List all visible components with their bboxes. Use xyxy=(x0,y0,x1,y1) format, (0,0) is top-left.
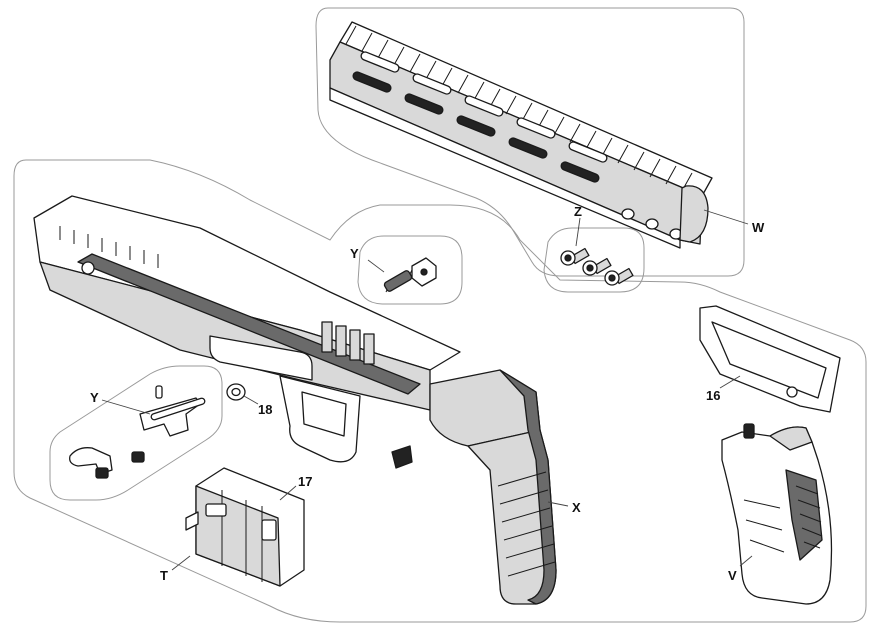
callout-18: 18 xyxy=(258,402,272,417)
washer-18 xyxy=(226,383,246,401)
grip-texture xyxy=(743,469,823,561)
callout-v: V xyxy=(728,568,737,583)
chassis-rail-teeth xyxy=(59,226,159,268)
lower-y-group-outline xyxy=(49,365,223,501)
callout-17: 17 xyxy=(298,474,312,489)
screw-2 xyxy=(582,257,612,276)
upper-spring-kit xyxy=(383,257,437,293)
callout-16: 16 xyxy=(706,388,720,403)
chassis-group-outline xyxy=(13,159,867,623)
leader-lines xyxy=(101,209,753,571)
chassis-body xyxy=(33,195,473,469)
callout-t: T xyxy=(160,568,168,583)
magazine-well-17 xyxy=(185,467,305,587)
rail-mlok-slots xyxy=(352,51,608,183)
folding-stock xyxy=(429,369,557,605)
handguard-group-outline xyxy=(315,7,745,277)
callout-x: X xyxy=(572,500,581,515)
callout-z: Z xyxy=(574,204,582,219)
stock-ribs xyxy=(497,471,556,577)
upper-y-group-outline xyxy=(357,235,463,305)
callout-y-upper: Y xyxy=(350,246,359,261)
callout-w: W xyxy=(752,220,765,235)
z-group-outline xyxy=(543,227,645,293)
screw-3 xyxy=(604,267,634,286)
handguard-rail xyxy=(329,21,713,249)
handguard-screws xyxy=(560,247,634,286)
chassis-fins xyxy=(321,321,375,365)
lower-trigger-kit xyxy=(69,385,206,479)
callout-y-lower: Y xyxy=(90,390,99,405)
grip-panel-16 xyxy=(699,305,841,413)
pistol-grip-v xyxy=(721,423,833,605)
screw-1 xyxy=(560,247,590,266)
rail-teeth xyxy=(345,25,693,192)
